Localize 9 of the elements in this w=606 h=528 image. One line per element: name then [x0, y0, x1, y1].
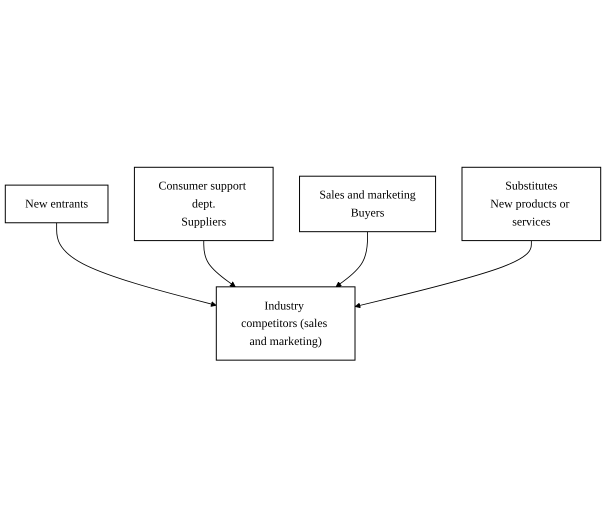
arrow [336, 232, 368, 288]
arrow [203, 240, 236, 288]
arrow [56, 222, 217, 308]
node-box: Industry competitors (sales and marketing) [216, 286, 356, 361]
node-box: Consumer support dept. Suppliers [134, 167, 274, 242]
node-box: Substitutes New products or services [462, 167, 602, 242]
node-box: New entrants [4, 184, 108, 224]
arrow [354, 240, 532, 308]
node-box: Sales and marketing Buyers [299, 176, 436, 232]
